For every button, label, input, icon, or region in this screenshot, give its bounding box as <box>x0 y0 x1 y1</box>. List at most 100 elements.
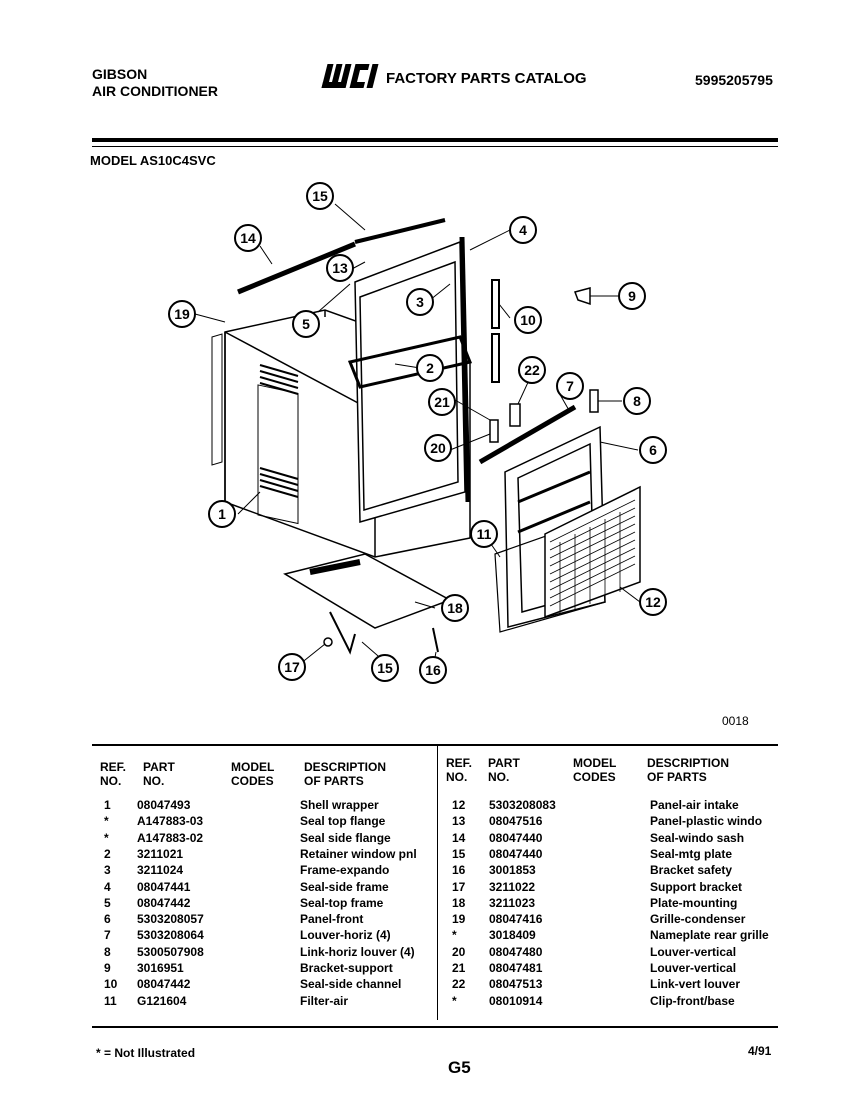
part-number-cell: 5300507908 <box>137 944 204 959</box>
part-number-cell: 08047416 <box>489 912 543 927</box>
svg-text:9: 9 <box>628 288 636 304</box>
part-number-cell: 3018409 <box>489 928 536 943</box>
ref-cell: 20 <box>452 944 466 959</box>
description-cell: Clip-front/base <box>650 993 735 1008</box>
description-cell: Plate-mounting <box>650 895 738 910</box>
callout-9: 9 <box>618 282 646 310</box>
description-cell: Seal top flange <box>300 814 386 829</box>
ref-cell: 13 <box>452 814 466 829</box>
callout-5: 5 <box>292 310 320 338</box>
description-cell: Bracket safety <box>650 863 733 878</box>
svg-text:6: 6 <box>649 442 657 458</box>
part-number-cell: 08047440 <box>489 846 543 861</box>
product-name: AIR CONDITIONER <box>92 83 218 99</box>
part-number-cell: 3016951 <box>137 961 184 975</box>
revision-date: 4/91 <box>748 1044 772 1058</box>
ref-cell: 4 <box>104 879 111 894</box>
description-cell: Panel-plastic windo <box>650 814 763 829</box>
left-header-ref: REF.NO. <box>100 760 127 788</box>
ref-cell: 3 <box>104 863 111 878</box>
callout-11: 11 <box>470 520 498 548</box>
callout-21: 21 <box>428 388 456 416</box>
diagram-code: 0018 <box>722 714 749 728</box>
part-number-cell: 08047442 <box>137 977 191 992</box>
svg-text:2: 2 <box>426 360 434 376</box>
ref-cell: 18 <box>452 895 466 910</box>
model-label: MODEL AS10C4SVC <box>90 153 216 168</box>
svg-text:15: 15 <box>377 660 393 676</box>
description-cell: Seal-windo sash <box>650 830 745 845</box>
part-number-cell: 3211021 <box>137 846 184 861</box>
table-row: 7 5303208064 Louver-horiz (4) <box>96 928 426 944</box>
description-cell: Frame-expando <box>300 863 390 878</box>
part-number-cell: 3211022 <box>489 879 536 894</box>
description-cell: Seal-side channel <box>300 977 402 992</box>
ref-cell: 12 <box>452 798 466 812</box>
ref-cell: 15 <box>452 846 466 861</box>
svg-text:18: 18 <box>447 600 463 616</box>
part-number-cell: 08047480 <box>489 944 543 959</box>
description-cell: Filter-air <box>300 993 349 1008</box>
header-rule-thin <box>92 146 778 147</box>
part-number-cell: 3001853 <box>489 863 536 878</box>
part-number-cell: 5303208064 <box>137 928 204 943</box>
svg-text:22: 22 <box>524 362 540 378</box>
description-cell: Seal-top frame <box>300 895 384 910</box>
ref-cell: 14 <box>452 830 466 845</box>
description-cell: Grille-condenser <box>650 912 746 927</box>
ref-cell: 7 <box>104 928 111 943</box>
part-number-cell: 08010914 <box>489 993 543 1008</box>
ref-cell: 16 <box>452 863 466 878</box>
description-cell: Retainer window pnl <box>300 846 417 861</box>
svg-text:19: 19 <box>174 306 190 322</box>
ref-cell: 6 <box>104 912 111 927</box>
description-cell: Panel-air intake <box>650 798 739 812</box>
brand-block: GIBSON AIR CONDITIONER <box>92 66 218 100</box>
catalog-number: 5995205795 <box>695 72 773 88</box>
description-cell: Louver-horiz (4) <box>300 928 391 943</box>
table-row: 2 3211021 Retainer window pnl <box>96 847 426 863</box>
callout-10: 10 <box>514 306 542 334</box>
callout-13: 13 <box>326 254 354 282</box>
right-header-ref: REF.NO. <box>446 756 473 784</box>
ref-cell: 19 <box>452 912 466 927</box>
svg-text:10: 10 <box>520 312 536 328</box>
description-cell: Shell wrapper <box>300 798 379 812</box>
callout-3: 3 <box>406 288 434 316</box>
svg-text:15: 15 <box>312 188 328 204</box>
svg-text:7: 7 <box>566 378 574 394</box>
part-number-cell: 5303208083 <box>489 798 556 812</box>
table-row: 3 3211024 Frame-expando <box>96 863 426 879</box>
table-row: 16 3001853 Bracket safety <box>446 863 776 879</box>
catalog-title: FACTORY PARTS CATALOG <box>386 70 587 87</box>
table-bottom-rule <box>92 1026 778 1028</box>
part-number-cell: 08047513 <box>489 977 543 992</box>
callout-17: 17 <box>278 653 306 681</box>
ref-cell: 1 <box>104 798 111 812</box>
part-number-cell: A147883-03 <box>137 814 204 829</box>
ref-cell: 2 <box>104 846 111 861</box>
part-number-cell: A147883-02 <box>137 830 204 845</box>
svg-text:4: 4 <box>519 222 527 238</box>
callout-16: 16 <box>419 656 447 684</box>
ref-cell: * <box>452 928 457 943</box>
header-rule-thick <box>92 138 778 142</box>
svg-text:16: 16 <box>425 662 441 678</box>
part-number-cell: 3211024 <box>137 863 184 878</box>
callout-22: 22 <box>518 356 546 384</box>
